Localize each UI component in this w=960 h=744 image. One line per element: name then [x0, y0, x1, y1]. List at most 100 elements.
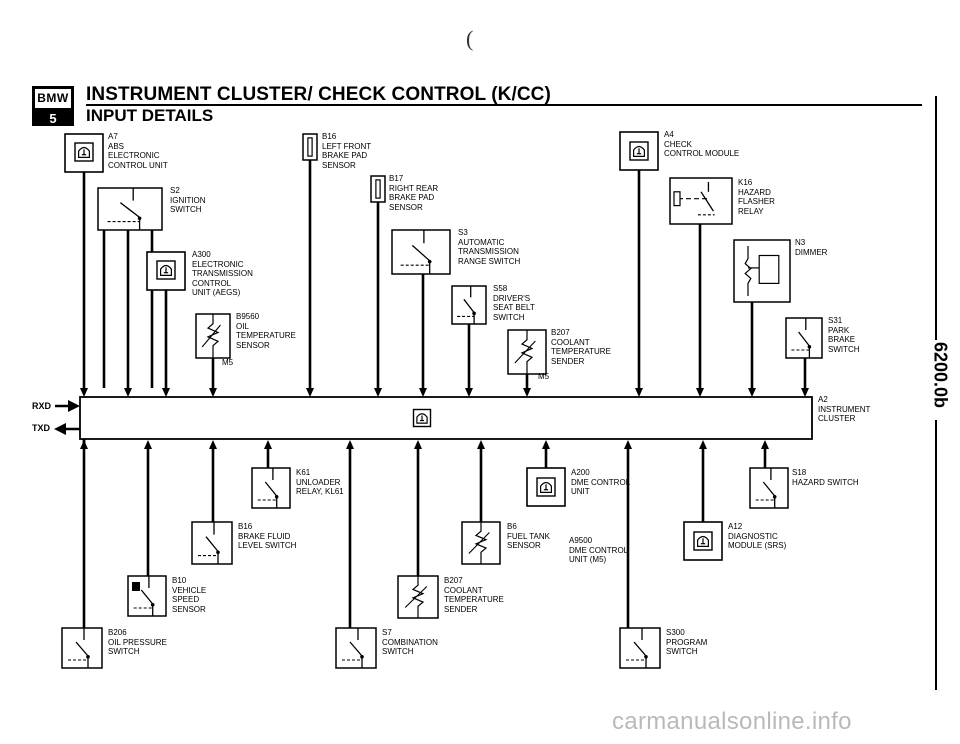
a7-label-line: ABS	[108, 141, 125, 151]
a300-module-icon	[156, 260, 176, 280]
b207-bot-arrow	[414, 440, 422, 449]
margin-bar-lower	[935, 420, 937, 690]
a4-arrow	[635, 388, 643, 397]
a200-module-icon-dome	[540, 481, 552, 493]
k16-label-line: HAZARD	[738, 187, 771, 197]
b10-sensor-magnet	[132, 582, 140, 591]
s300-arrow	[624, 440, 632, 449]
badge-series: 5	[35, 111, 71, 126]
b6-sensor-var	[468, 532, 490, 554]
s300-switch-frame	[619, 627, 661, 669]
s7-switch-blade	[349, 641, 363, 657]
cluster-module-icon-dome	[416, 413, 428, 424]
s31-label-line: BRAKE	[828, 335, 856, 345]
b16-pad-sensor	[302, 133, 318, 161]
a4-label-line: CHECK	[664, 139, 693, 149]
b207-top-label-line: B207	[551, 328, 570, 337]
k16-relay-coil	[673, 191, 681, 207]
s58-switch	[451, 285, 487, 325]
a12-label-line: MODULE (SRS)	[728, 541, 787, 551]
b207-bot-label-line: SENDER	[444, 604, 478, 614]
b207-top-label-line: SENDER	[551, 356, 585, 366]
b9560-sensor	[195, 313, 231, 359]
a4-label-line: CONTROL MODULE	[664, 149, 740, 159]
s2-switch-frame	[97, 187, 163, 231]
page-title: INSTRUMENT CLUSTER/ CHECK CONTROL (K/CC)	[86, 84, 551, 105]
b17-label-line: BRAKE PAD	[389, 193, 435, 203]
a200-label-line: A200	[571, 468, 590, 477]
s58-arrow	[465, 388, 473, 397]
a300-arrow	[162, 388, 170, 397]
k61-label-line: UNLOADER	[296, 477, 341, 487]
n3-dimmer-frame	[733, 239, 791, 303]
a300-label-line: ELECTRONIC	[192, 259, 244, 269]
a4-module-icon	[629, 141, 649, 161]
b16-pad-label-line: LEFT FRONT	[322, 141, 372, 151]
s3-switch	[391, 229, 451, 275]
b206-label-line: B206	[108, 628, 127, 637]
b10-arrow	[144, 440, 152, 449]
b10-label-line: SENSOR	[172, 604, 206, 614]
s3-label-line: S3	[458, 228, 468, 237]
s2-label-line: IGNITION	[170, 195, 206, 205]
b17-arrow	[374, 388, 382, 397]
a300-label-line: A300	[192, 250, 211, 259]
n3-arrow	[748, 388, 756, 397]
b9560-tag: M5	[222, 358, 234, 367]
b17-label-line: RIGHT REAR	[389, 183, 439, 193]
a7-label-line: A7	[108, 132, 118, 141]
b9560-sensor-var	[201, 324, 221, 348]
page-subtitle: INPUT DETAILS	[86, 106, 214, 125]
a9500-label-line: DME CONTROL	[569, 545, 629, 555]
b9560-label-line: OIL	[236, 321, 249, 331]
k16-label-line: RELAY	[738, 206, 764, 216]
b17-pad-sensor-element	[375, 179, 381, 199]
title-rule	[86, 104, 922, 106]
b16-pad-label-line: B16	[322, 132, 337, 141]
s7-switch	[335, 627, 377, 669]
s58-label-line: DRIVER'S	[493, 293, 531, 303]
b9560-label-line: SENSOR	[236, 340, 270, 350]
s3-switch-frame	[391, 229, 451, 275]
a7-module-icon-dome	[78, 146, 90, 158]
k61-label-line: RELAY, KL61	[296, 487, 344, 497]
a200-arrow	[542, 440, 550, 449]
a7-label-line: ELECTRONIC	[108, 151, 160, 161]
s2-switch	[97, 187, 163, 231]
b16-fluid-label-line: BRAKE FLUID	[238, 531, 291, 541]
badge-brand: BMW	[35, 89, 71, 111]
s3-label-line: TRANSMISSION	[458, 247, 519, 257]
b6-label-line: FUEL TANK	[507, 531, 550, 541]
b16-pad-arrow	[306, 388, 314, 397]
b206-switch-blade	[75, 641, 89, 657]
b206-label-line: OIL PRESSURE	[108, 637, 167, 647]
s3-label-line: RANGE SWITCH	[458, 256, 521, 266]
s3-switch-blade	[411, 244, 431, 262]
k16-label-line: FLASHER	[738, 197, 775, 207]
n3-dimmer-pot	[758, 254, 780, 284]
s300-label-line: S300	[666, 628, 685, 637]
a12-label-line: A12	[728, 522, 743, 531]
s300-switch	[619, 627, 661, 669]
stray-mark: (	[466, 26, 474, 51]
b10-sensor-blade	[140, 589, 154, 605]
txd-arrow	[54, 423, 66, 435]
s7-label-line: SWITCH	[382, 647, 414, 657]
a4-label-line: A4	[664, 130, 674, 139]
s2-switch-blade	[120, 202, 140, 218]
k61-arrow	[264, 440, 272, 449]
b6-label-line: B6	[507, 522, 517, 531]
b16-fluid-label-line: LEVEL SWITCH	[238, 541, 297, 551]
